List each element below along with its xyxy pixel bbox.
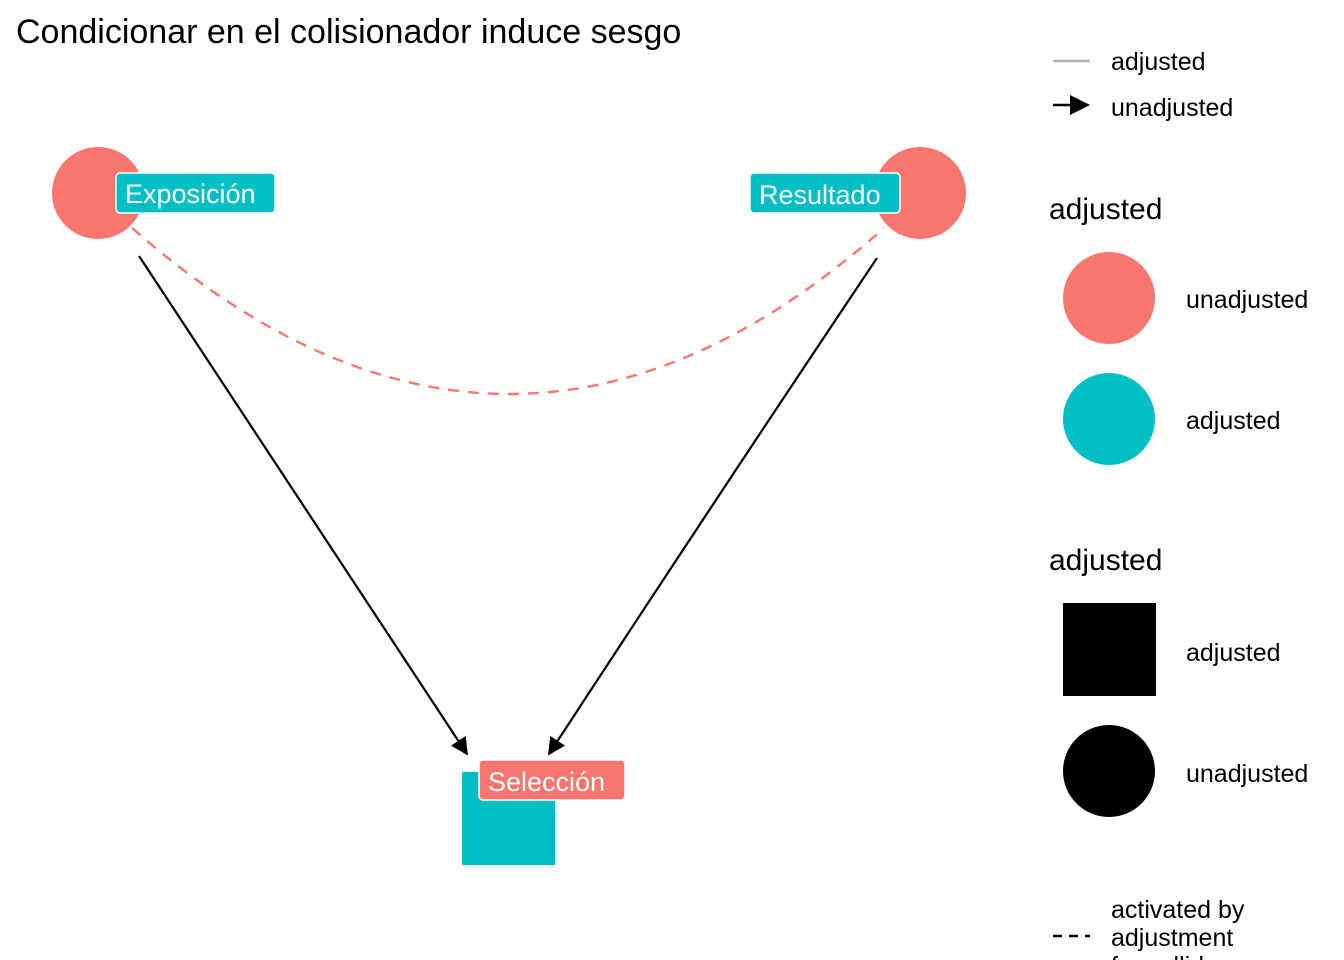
edge-collider-dashed-curve [131, 227, 885, 396]
legend-shape-heading: adjusted [1049, 544, 1162, 577]
node-exposicion [52, 147, 144, 239]
legend-fill: adjusted unadjusted adjusted [1049, 193, 1308, 465]
legend-fill-unadjusted-swatch [1063, 252, 1155, 344]
legend-collider-line3: for collider [1111, 952, 1226, 960]
legend-collider: activated by adjustment for collider [1053, 896, 1245, 960]
node-labels: Exposición Resultado Selección [115, 172, 901, 801]
legend-fill-unadjusted-label: unadjusted [1186, 286, 1308, 314]
nodes [52, 147, 966, 865]
legend-edge-unadjusted-label: unadjusted [1111, 94, 1233, 122]
legend-edge-type: adjusted unadjusted [1053, 48, 1233, 122]
label-exposicion-text: Exposición [125, 179, 256, 209]
legend-edge-adjusted-label: adjusted [1111, 48, 1206, 76]
diagram-title: Condicionar en el colisionador induce se… [16, 13, 681, 51]
edge-resultado-to-seleccion [548, 257, 878, 756]
label-resultado-text: Resultado [759, 180, 881, 210]
legend-fill-adjusted-label: adjusted [1186, 407, 1281, 435]
legend-fill-adjusted-swatch [1063, 373, 1155, 465]
label-exposicion: Exposición [115, 172, 276, 214]
legend-shape-circle-swatch [1063, 725, 1155, 817]
legend-shape-unadjusted-label: unadjusted [1186, 760, 1308, 788]
legend-shape-adjusted-label: adjusted [1186, 639, 1281, 667]
legend-fill-heading: adjusted [1049, 193, 1162, 226]
node-resultado [874, 147, 966, 239]
legend-collider-line2: adjustment [1111, 924, 1233, 952]
legend-shape-square-swatch [1063, 603, 1156, 696]
label-seleccion: Selección [478, 759, 626, 801]
legend-collider-line1: activated by [1111, 896, 1245, 924]
label-resultado: Resultado [749, 172, 901, 214]
edge-exposicion-to-seleccion [138, 255, 468, 756]
legend-shape: adjusted adjusted unadjusted [1049, 544, 1308, 817]
label-seleccion-text: Selección [488, 767, 605, 797]
edges [131, 227, 885, 756]
